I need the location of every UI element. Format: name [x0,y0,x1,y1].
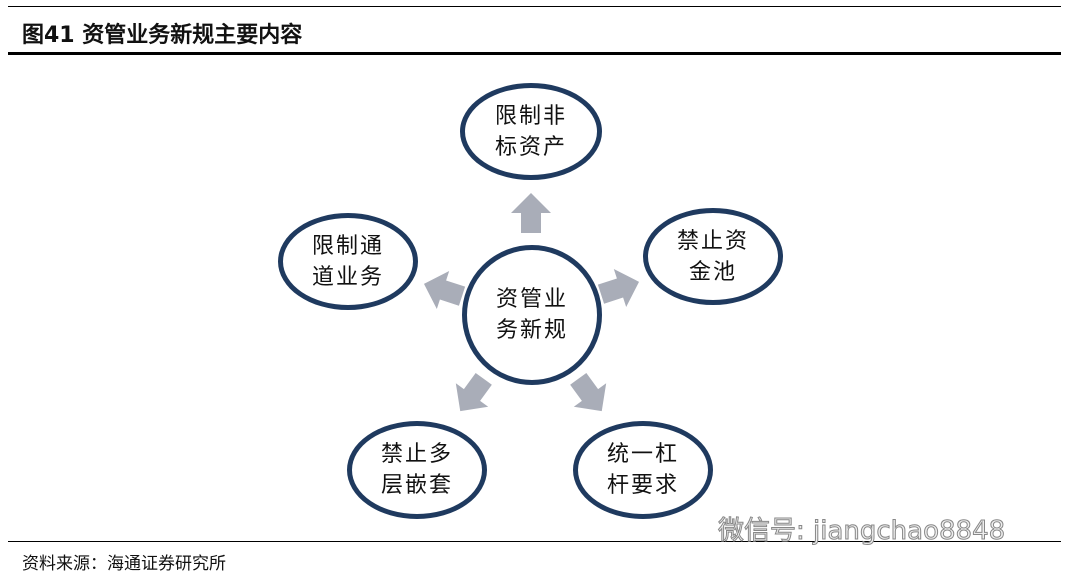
arrow-right-icon [597,268,640,308]
arrow-up-icon [511,193,551,233]
node-label: 禁止多层嵌套 [380,442,453,498]
node-label: 限制通道业务 [311,233,384,290]
node-bottom-right: 统一杠杆要求 [573,421,713,519]
node-label: 统一杠杆要求 [606,442,679,498]
arrow-left-icon [423,270,466,310]
node-top: 限制非标资产 [460,83,602,180]
source-note: 资料来源：海通证券研究所 [22,554,226,574]
node-bottom-left: 禁止多层嵌套 [347,421,487,519]
center-label: 资管业务新规 [495,287,568,343]
center-node: 资管业务新规 [462,245,602,385]
node-left: 限制通道业务 [278,213,418,310]
node-label: 禁止资金池 [676,228,749,285]
title-rule [8,52,1061,55]
bottom-rule [8,541,1061,542]
node-right: 禁止资金池 [643,208,783,305]
watermark: 微信号: jiangchao8848 [717,516,1006,547]
top-rule [8,6,1061,7]
arrow-bottom-right-icon [570,372,607,412]
node-label: 限制非标资产 [494,103,567,160]
arrow-bottom-left-icon [455,372,492,412]
figure-title: 图41 资管业务新规主要内容 [22,23,303,48]
